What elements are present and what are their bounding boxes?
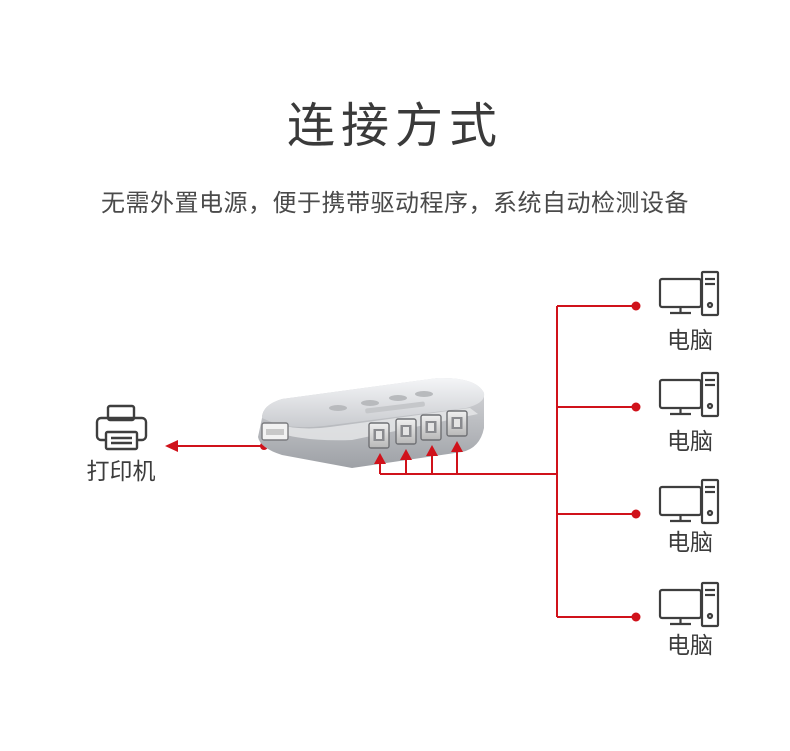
usb-b-port-4 <box>446 410 468 437</box>
usb-b-port-3 <box>420 414 442 441</box>
printer-label: 打印机 <box>87 459 156 485</box>
printer-connector <box>165 440 268 452</box>
switch-indicators <box>329 391 433 414</box>
page-title: 连接方式 <box>286 98 503 154</box>
usb-a-port <box>261 422 289 441</box>
printer-icon <box>95 404 148 451</box>
computer-label-3: 电脑 <box>667 530 713 556</box>
desktop-computer-icon <box>658 581 720 628</box>
page-subtitle: 无需外置电源，便于携带驱动程序，系统自动检测设备 <box>101 189 689 217</box>
computer-label-4: 电脑 <box>667 633 713 659</box>
desktop-computer-icon <box>658 270 720 317</box>
port-arrowheads <box>374 441 463 464</box>
computer-label-1: 电脑 <box>667 328 713 354</box>
usb-sharing-switch <box>258 377 485 468</box>
computer-connectors <box>379 305 634 618</box>
computer-label-2: 电脑 <box>667 429 713 455</box>
computer-endpoints <box>631 301 641 622</box>
usb-b-port-2 <box>395 418 417 445</box>
desktop-computer-icon <box>658 478 720 525</box>
desktop-computer-icon <box>658 371 720 418</box>
usb-b-port-1 <box>368 422 390 449</box>
